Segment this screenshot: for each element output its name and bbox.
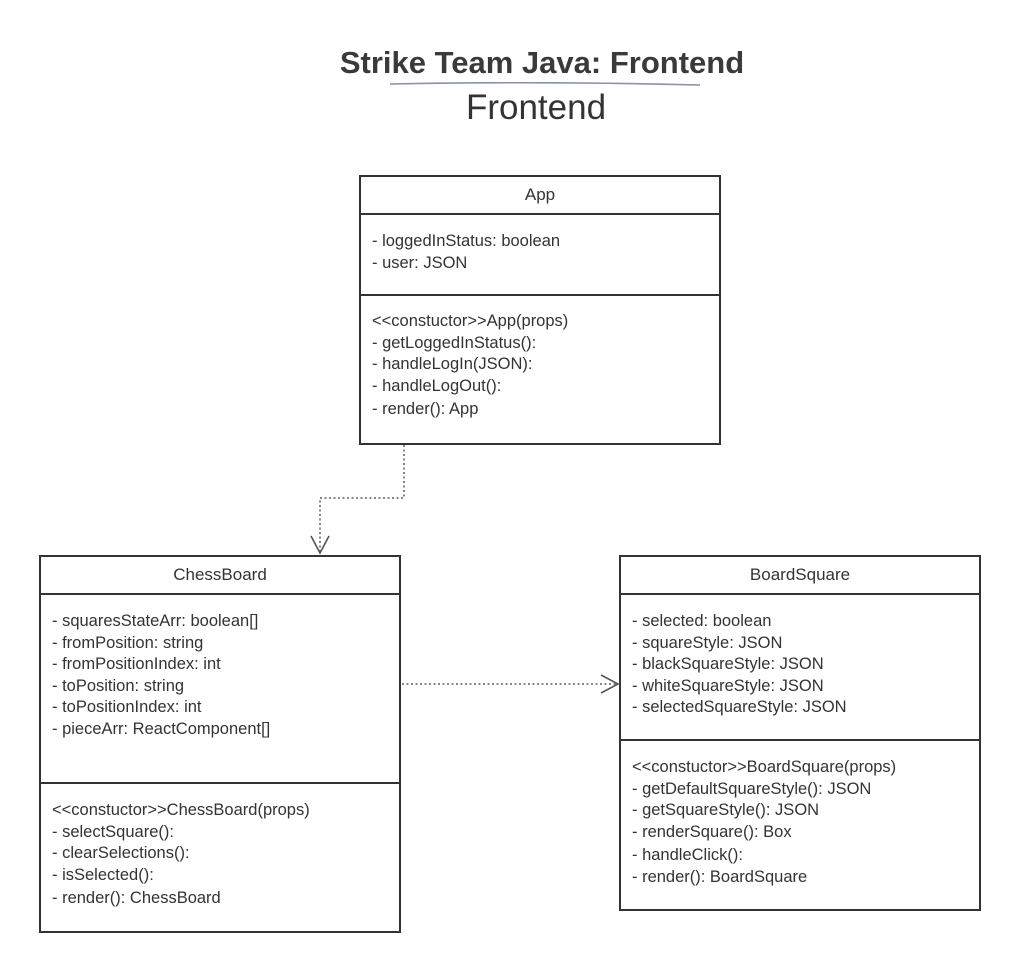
method: - handleClick(): xyxy=(632,846,743,864)
method: <<constuctor>>BoardSquare(props) xyxy=(632,758,897,776)
class-name: BoardSquare xyxy=(621,557,979,595)
attribute: - squaresStateArr: boolean[] xyxy=(52,612,259,630)
methods-section: <<constuctor>>App(props) - getLoggedInSt… xyxy=(361,296,719,421)
attribute: - toPosition: string xyxy=(52,676,185,695)
attribute: - squareStyle: JSON xyxy=(632,633,783,652)
class-name: ChessBoard xyxy=(41,557,399,595)
attributes-section: - squaresStateArr: boolean[] - fromPosit… xyxy=(41,595,399,784)
diagram-title: Strike Team Java: Frontend xyxy=(339,45,745,80)
method: - selectSquare(): xyxy=(52,822,174,841)
class-app[interactable]: App - loggedInStatus: boolean - user: JS… xyxy=(359,175,721,445)
method: <<constuctor>>ChessBoard(props) xyxy=(52,801,310,819)
class-name: App xyxy=(361,177,719,215)
attribute: - whiteSquareStyle: JSON xyxy=(632,676,824,695)
dependency-app-to-chessboard xyxy=(310,445,405,555)
dependency-chessboard-to-boardsquare xyxy=(402,674,620,694)
attribute: - selected: boolean xyxy=(632,612,772,630)
method: - render(): ChessBoard xyxy=(52,889,221,907)
method: - handleLogOut(): xyxy=(372,376,502,395)
class-boardsquare[interactable]: BoardSquare - selected: boolean - square… xyxy=(619,555,981,911)
attribute: - fromPosition: string xyxy=(52,633,204,652)
attribute: - pieceArr: ReactComponent[] xyxy=(52,719,271,738)
method: - clearSelections(): xyxy=(52,844,190,862)
attribute: - user: JSON xyxy=(372,253,468,272)
attribute: - selectedSquareStyle: JSON xyxy=(632,698,847,716)
open-arrowhead-icon xyxy=(600,674,620,694)
attributes-section: - loggedInStatus: boolean - user: JSON xyxy=(361,215,719,296)
method: - getSquareStyle(): JSON xyxy=(632,801,820,819)
diagram-subtitle: Frontend xyxy=(465,88,607,127)
methods-section: <<constuctor>>ChessBoard(props) - select… xyxy=(41,784,399,910)
method: - getDefaultSquareStyle(): JSON xyxy=(632,779,872,798)
method: - renderSquare(): Box xyxy=(632,822,792,841)
method: <<constuctor>>App(props) xyxy=(372,312,569,330)
open-arrowhead-icon xyxy=(310,535,330,555)
attribute: - fromPositionIndex: int xyxy=(52,655,221,673)
title-underline xyxy=(389,82,701,86)
method: - render(): App xyxy=(372,400,479,418)
attribute: - blackSquareStyle: JSON xyxy=(632,655,824,673)
method: - isSelected(): xyxy=(52,865,154,884)
attributes-section: - selected: boolean - squareStyle: JSON … xyxy=(621,595,979,741)
method: - handleLogIn(JSON): xyxy=(372,355,533,373)
class-chessboard[interactable]: ChessBoard - squaresStateArr: boolean[] … xyxy=(39,555,401,933)
method: - render(): BoardSquare xyxy=(632,867,808,886)
attribute: - loggedInStatus: boolean xyxy=(372,232,561,250)
attribute: - toPositionIndex: int xyxy=(52,698,202,716)
methods-section: <<constuctor>>BoardSquare(props) - getDe… xyxy=(621,741,979,888)
method: - getLoggedInStatus(): xyxy=(372,333,537,352)
